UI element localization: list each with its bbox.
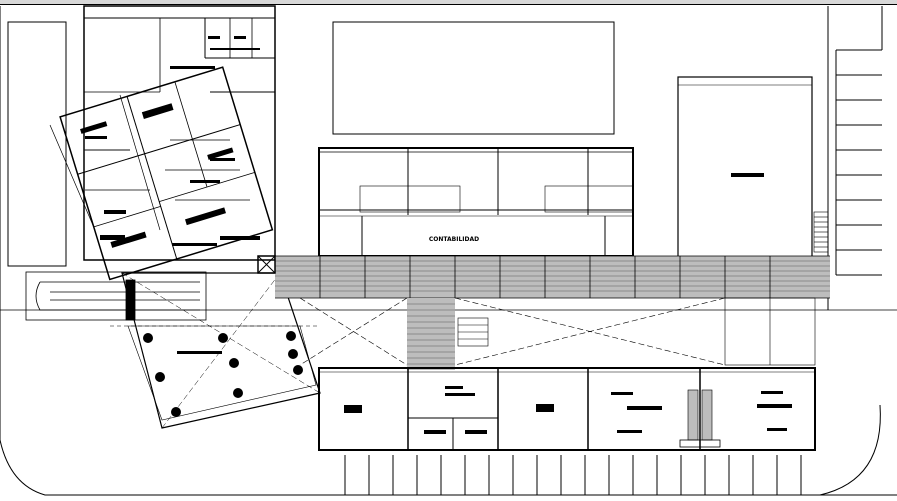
right-stair: [813, 211, 829, 253]
site-boundary: [0, 6, 897, 496]
gray-corridor: [257, 255, 830, 299]
vertical-corridor: [407, 298, 455, 370]
left-ramp: [25, 271, 207, 321]
bottom-parking-bays: [319, 449, 815, 495]
upper-open-area: [332, 21, 615, 135]
rotated-wing-labels: [85, 136, 260, 246]
lower-stair: [679, 389, 721, 448]
left-block: [7, 21, 67, 267]
top-frame-strip: [0, 0, 897, 4]
main-hall-label: CONTABILIDAD: [429, 236, 479, 243]
upper-left-building: [83, 5, 276, 261]
right-parking-bays: [835, 6, 883, 276]
central-court: [299, 297, 816, 366]
upper-left-labels: [170, 36, 260, 69]
right-tower-block: [677, 76, 813, 260]
rotated-wing-inner-walls: [49, 94, 250, 231]
pavilion-columns: [143, 331, 303, 417]
lower-building-labels: [344, 386, 792, 434]
lower-building: [318, 367, 816, 451]
rotated-office-wing: [59, 66, 274, 281]
